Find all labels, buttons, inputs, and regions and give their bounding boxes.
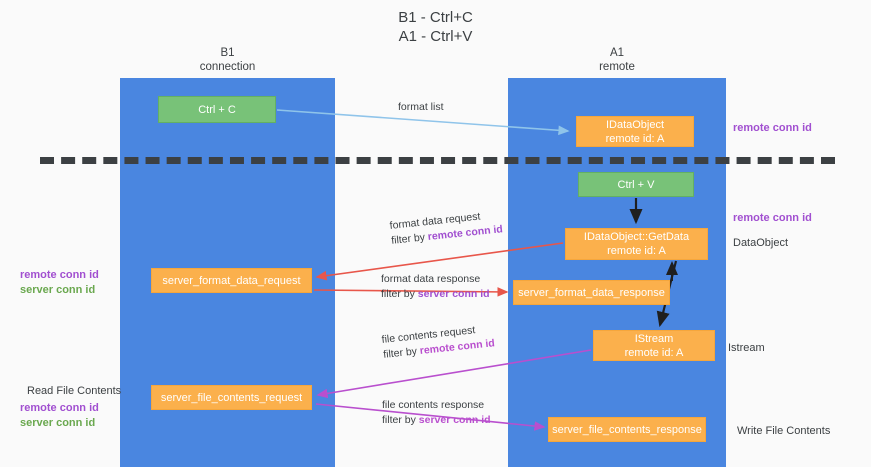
node-istream[interactable]: IStream remote id: A [593,330,715,361]
node-getdata[interactable]: IDataObject::GetData remote id: A [565,228,708,260]
annotation-text: DataObject [733,237,789,249]
connector-format-data-response [313,287,509,297]
swimlane-header-b1: B1 connection [120,46,335,74]
node-ctrl-v[interactable]: Ctrl + V [578,172,694,197]
connector-file-contents-response [315,403,546,431]
edge-label-format-data-response: format data response filter by server co… [381,272,490,302]
annotation-text: remote conn id [733,122,812,134]
edge-label-file-contents-response-line2: filter by server conn id [382,413,491,428]
node-istream-sub: remote id: A [624,346,684,359]
node-dataobject-label: IDataObject [605,118,665,131]
edge-label-file-contents-response: file contents response filter by server … [382,398,491,428]
edge-label-format-data-response-line1: format data response [381,273,481,285]
node-server-format-data-request[interactable]: server_format_data_request [151,268,312,293]
annotation-istream: Istream [728,341,765,356]
node-ctrl-v-label: Ctrl + V [617,178,655,191]
annotation-text: Istream [728,342,765,354]
annotation-remote-conn-id: remote conn id [20,269,99,281]
annotation-server-conn-id: server conn id [20,284,96,296]
connector-file-contents-request [316,349,592,399]
node-server-format-data-request-label: server_format_data_request [162,274,301,287]
node-server-format-data-response[interactable]: server_format_data_response [513,280,670,305]
filter-key-server-conn-id: server conn id [417,288,490,300]
page-title-line-2: A1 - Ctrl+V [398,28,473,45]
annotation-dataobject: DataObject [733,236,788,251]
page-title: B1 - Ctrl+C A1 - Ctrl+V [0,8,871,46]
node-istream-label: IStream [634,332,674,345]
edge-label-format-data-response-line2: filter by server conn id [381,287,490,302]
annotation-conn-ids-file: remote conn id server conn id [20,401,99,431]
swimlane-header-a1-line1: A1 [609,47,625,59]
node-ctrl-c-label: Ctrl + C [198,103,236,116]
node-dataobject-sub: remote id: A [605,132,665,145]
annotation-conn-ids-format: remote conn id server conn id [20,268,99,298]
swimlane-header-a1-line2: remote [599,61,635,73]
annotation-remote-conn-id: remote conn id [20,402,99,414]
node-getdata-label: IDataObject::GetData [583,231,690,243]
swimlane-header-b1-line2: connection [199,61,256,73]
filter-key-server-conn-id: server conn id [418,414,491,426]
node-ctrl-c[interactable]: Ctrl + C [158,96,276,123]
filter-prefix: filter by [381,288,415,300]
annotation-remote-conn-id-top: remote conn id [733,121,812,136]
annotation-text: Write File Contents [737,425,831,437]
edge-label-format-list-line1: format list [398,101,444,113]
filter-prefix: filter by [382,414,416,426]
phase-divider [40,157,835,164]
page-title-line-1: B1 - Ctrl+C [398,9,473,26]
connector-format-list [276,109,570,136]
node-server-file-contents-response-label: server_file_contents_response [552,423,702,436]
edge-label-file-contents-response-line1: file contents response [382,399,485,411]
swimlane-header-a1: A1 remote [508,46,726,74]
node-server-format-data-response-label: server_format_data_response [518,286,665,299]
annotation-write-file-contents: Write File Contents [737,424,830,439]
node-server-file-contents-request-label: server_file_contents_request [160,391,303,404]
filter-prefix: filter by [382,345,418,361]
node-server-file-contents-request[interactable]: server_file_contents_request [151,385,312,410]
node-dataobject[interactable]: IDataObject remote id: A [576,116,694,147]
annotation-server-conn-id: server conn id [20,417,96,429]
node-server-file-contents-response[interactable]: server_file_contents_response [548,417,706,442]
swimlane-header-b1-line1: B1 [220,47,235,59]
annotation-text: Read File Contents [27,385,122,397]
annotation-remote-conn-id-getdata: remote conn id [733,211,812,226]
annotation-text: remote conn id [733,212,812,224]
annotation-read-file-contents: Read File Contents [27,384,121,399]
filter-prefix: filter by [390,231,426,247]
edge-label-format-list: format list [398,100,444,115]
connector-format-data-request [315,242,564,281]
node-getdata-sub: remote id: A [607,245,666,257]
